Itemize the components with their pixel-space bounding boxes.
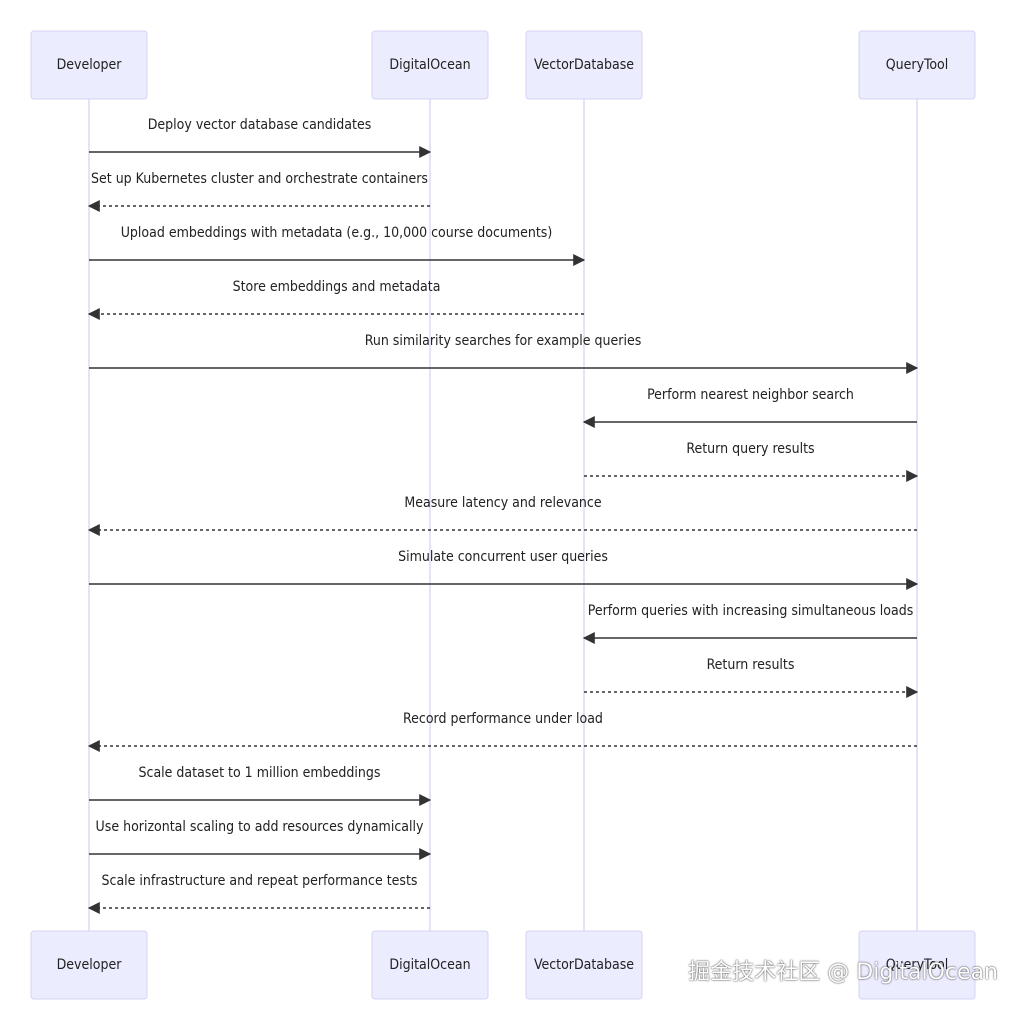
actor-box [371,930,489,1000]
message-label: Use horizontal scaling to add resources … [96,819,424,835]
actor-box [30,930,148,1000]
actor-qt-bottom: QueryTool [858,930,976,1000]
message-7: Return query results [584,441,919,482]
message-15: Scale infrastructure and repeat performa… [87,873,430,914]
actor-label: QueryTool [886,57,949,73]
message-label: Simulate concurrent user queries [398,549,608,565]
actor-box [525,930,643,1000]
actor-label: Developer [57,957,123,973]
message-label: Run similarity searches for example quer… [365,333,642,349]
message-label: Scale dataset to 1 million embeddings [139,765,381,781]
actor-do-top: DigitalOcean [371,30,489,100]
message-9: Simulate concurrent user queries [89,549,919,590]
message-label: Scale infrastructure and repeat performa… [102,873,418,889]
message-1: Deploy vector database candidates [89,117,432,158]
actor-label: DigitalOcean [389,57,470,73]
actor-dev-top: Developer [30,30,148,100]
message-11: Return results [584,657,919,698]
actor-vdb-bottom: VectorDatabase [525,930,643,1000]
watermark-text: 掘金技术社区 @ DigitalOcean [688,960,998,985]
actor-label: VectorDatabase [534,57,634,73]
message-label: Upload embeddings with metadata (e.g., 1… [121,225,553,241]
message-13: Scale dataset to 1 million embeddings [89,765,432,806]
message-4: Store embeddings and metadata [87,279,584,320]
message-label: Perform nearest neighbor search [647,387,854,403]
actor-box [858,930,976,1000]
actor-label: DigitalOcean [389,957,470,973]
message-6: Perform nearest neighbor search [582,387,917,428]
message-label: Set up Kubernetes cluster and orchestrat… [91,171,428,187]
message-2: Set up Kubernetes cluster and orchestrat… [87,171,430,212]
actor-do-bottom: DigitalOcean [371,930,489,1000]
actor-qt-top: QueryTool [858,30,976,100]
message-label: Deploy vector database candidates [148,117,372,133]
actor-box [525,30,643,100]
actor-label: Developer [57,57,123,73]
message-3: Upload embeddings with metadata (e.g., 1… [89,225,586,266]
message-5: Run similarity searches for example quer… [89,333,919,374]
message-label: Record performance under load [403,711,603,727]
message-label: Measure latency and relevance [404,495,601,511]
actor-dev-bottom: Developer [30,930,148,1000]
message-14: Use horizontal scaling to add resources … [89,819,432,860]
actor-box [371,30,489,100]
message-label: Store embeddings and metadata [233,279,441,295]
actor-vdb-top: VectorDatabase [525,30,643,100]
message-label: Return query results [686,441,814,457]
actor-box [858,30,976,100]
actor-label: VectorDatabase [534,957,634,973]
actor-label: QueryTool [886,957,949,973]
message-10: Perform queries with increasing simultan… [582,603,917,644]
message-label: Perform queries with increasing simultan… [588,603,914,619]
message-8: Measure latency and relevance [87,495,917,536]
message-12: Record performance under load [87,711,917,752]
message-label: Return results [707,657,795,673]
actor-box [30,30,148,100]
